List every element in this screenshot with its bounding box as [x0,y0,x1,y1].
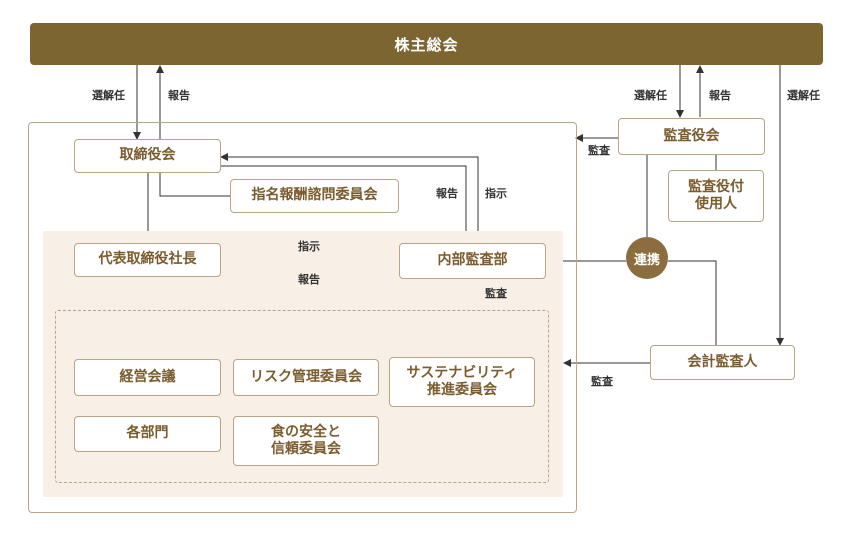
risk-committee-box: リスク管理委員会 [233,359,379,396]
committees-dashed-frame [55,310,549,483]
sustainability-line2: 推進委員会 [427,382,497,398]
food-safety-line1: 食の安全と [271,423,341,440]
collaboration-circle: 連携 [626,237,668,279]
label-report-audit: 報告 [709,89,731,102]
label-audit-accounting: 監査 [591,375,613,388]
audit-staff-line2: 使用人 [695,196,737,212]
label-elect-right: 選解任 [787,89,820,102]
audit-board-box: 監査役会 [618,118,765,155]
label-audit-to-board: 監査 [588,144,610,157]
audit-staff-line1: 監査役付 [688,178,744,195]
nomination-compensation-committee-box: 指名報酬諮問委員会 [230,179,399,213]
label-elect-audit: 選解任 [634,89,667,102]
board-of-directors-box: 取締役会 [74,139,221,173]
departments-box: 各部門 [74,416,221,452]
label-instruct-mid: 指示 [485,187,507,200]
sustainability-line1: サステナビリティ [406,364,518,381]
audit-staff-box: 監査役付 使用人 [668,170,764,222]
label-report-mid: 報告 [436,187,458,200]
label-report-left: 報告 [168,89,190,102]
management-meeting-box: 経営会議 [74,359,221,396]
sustainability-committee-box: サステナビリティ 推進委員会 [389,357,535,407]
accounting-auditor-box: 会計監査人 [650,345,795,380]
internal-audit-box: 内部監査部 [399,243,546,279]
label-elect-left: 選解任 [92,89,125,102]
food-safety-committee-box: 食の安全と 信頼委員会 [233,416,379,466]
label-report-president: 報告 [298,273,320,286]
label-audit-internal: 監査 [485,287,507,300]
food-safety-line2: 信頼委員会 [271,441,341,457]
governance-frame [28,122,577,513]
label-instruct-president: 指示 [298,240,320,253]
shareholders-meeting-bar: 株主総会 [30,23,823,65]
president-box: 代表取締役社長 [74,243,221,277]
